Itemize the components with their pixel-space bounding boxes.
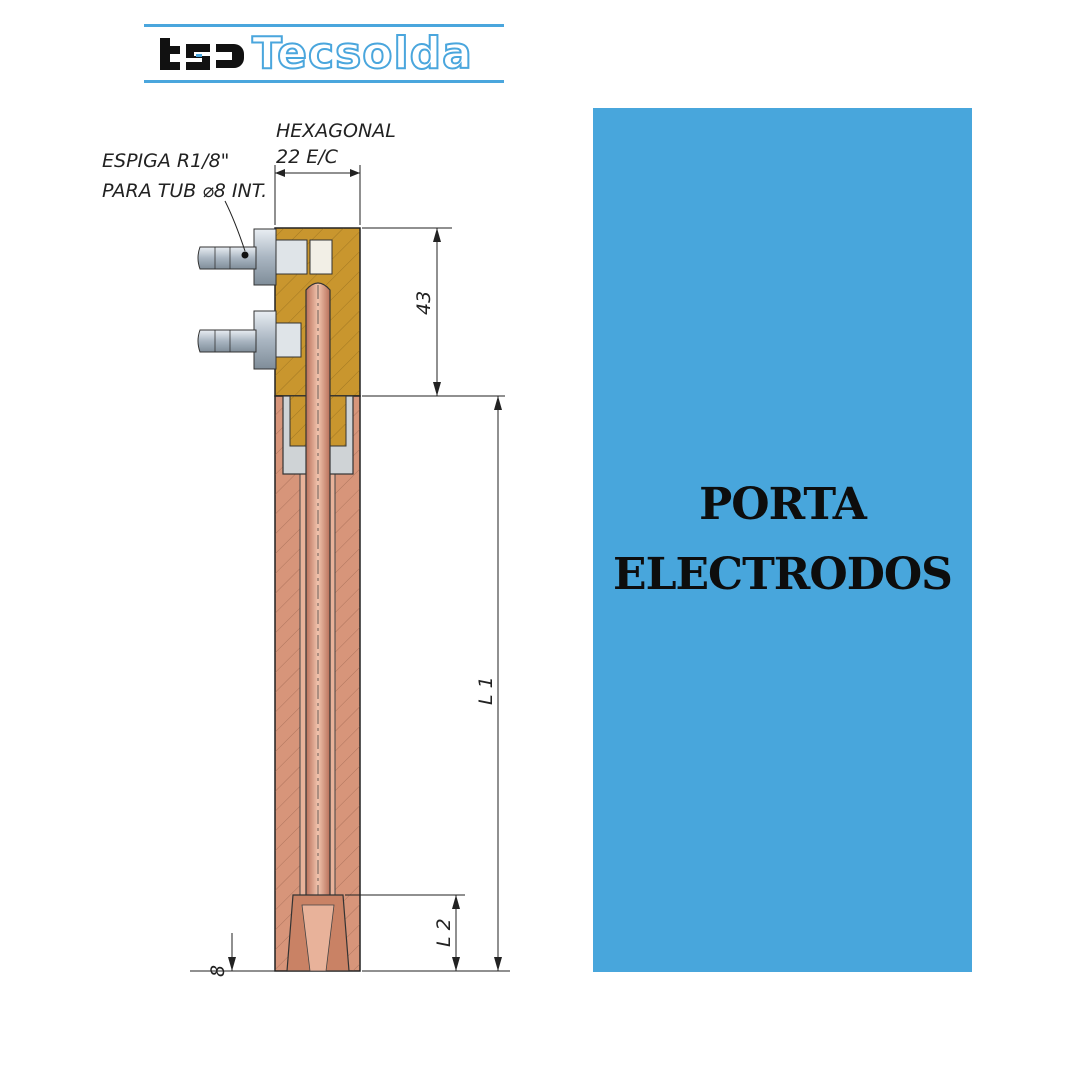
length-1-label: L 1 [475, 676, 497, 705]
electrode-tip [286, 894, 350, 972]
bottom-dimension-label: 8 [207, 965, 229, 977]
logo-rule-top [144, 24, 504, 27]
hex-dimension [274, 165, 361, 225]
central-rod [305, 282, 331, 965]
panel-title-line1: PORTA [699, 479, 867, 530]
hex-label-line2: 22 E/C [276, 146, 339, 168]
brand-logo: Tecsolda [144, 24, 504, 84]
lower-spigot-fitting [197, 310, 277, 370]
length-1-dimension [362, 396, 510, 972]
upper-spigot-fitting [197, 228, 277, 286]
length-2-dimension [345, 894, 465, 971]
brand-wordmark: Tecsolda [251, 28, 473, 79]
hex-label-line1: HEXAGONAL [276, 120, 396, 142]
head-ports [274, 239, 333, 358]
length-2-label: L 2 [433, 918, 455, 947]
bottom-dimension [190, 933, 275, 972]
spigot-label-line1: ESPIGA R1/8" [102, 150, 229, 172]
logo-rule-bottom [144, 80, 504, 83]
spigot-leader [224, 200, 246, 252]
panel-title-line2: ELECTRODOS [613, 549, 953, 600]
electrode-holder-drawing: ESPIGA R1/8" PARA TUB ⌀8 INT. HEXAGONAL … [102, 120, 510, 977]
title-panel: PORTA ELECTRODOS [593, 108, 972, 972]
spigot-label-line2: PARA TUB ⌀8 INT. [102, 180, 267, 202]
tsd-logo-mark-icon [160, 38, 244, 70]
head-height-dimension [362, 227, 505, 397]
head-height-label: 43 [413, 291, 435, 315]
